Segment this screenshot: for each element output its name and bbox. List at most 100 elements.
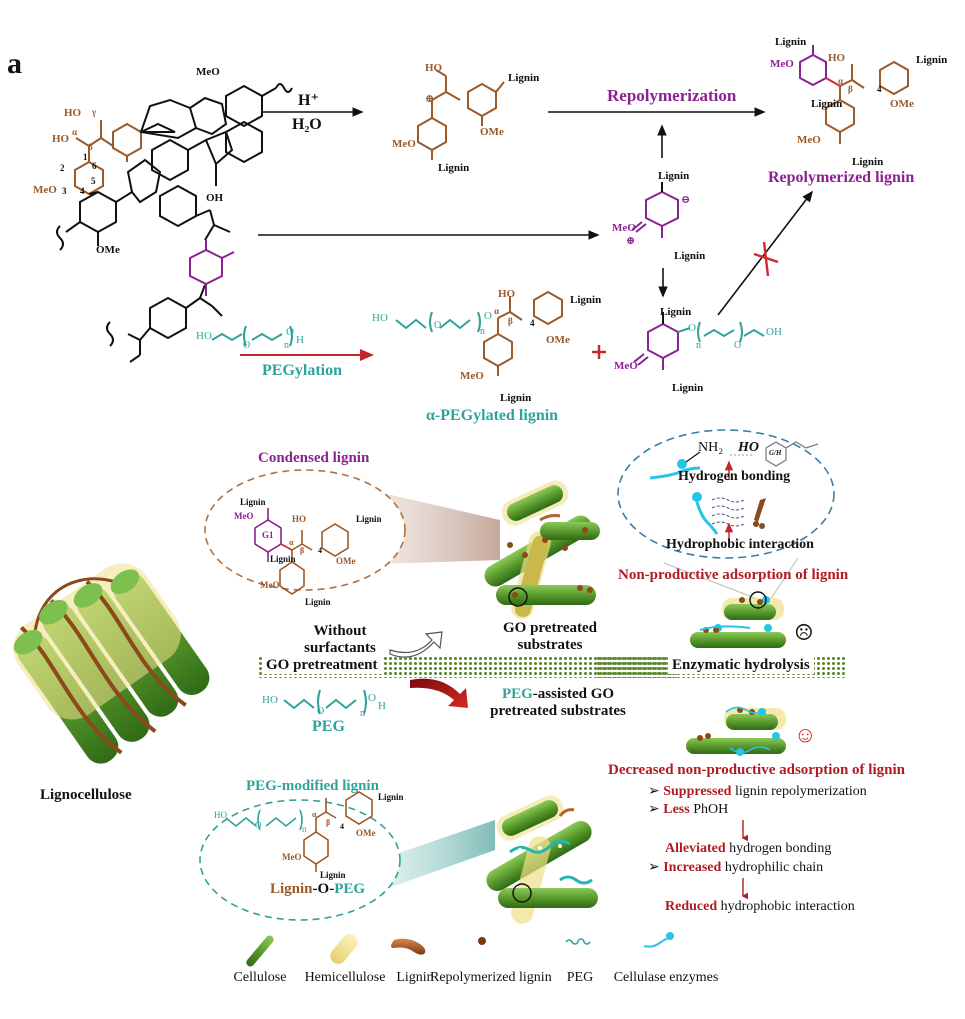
ring-number-5: 5 <box>91 176 96 186</box>
pq-o: O <box>688 322 696 334</box>
pm-four: 4 <box>340 822 344 831</box>
native-lignin-structure <box>56 83 293 363</box>
repolymerized-lignin-title: Repolymerized lignin <box>768 169 915 186</box>
label-gamma: γ <box>92 107 97 117</box>
qm-lignin-top: Lignin <box>658 170 690 182</box>
sad-face-icon: ☹ <box>794 620 814 645</box>
repoly-alpha: α <box>838 76 844 86</box>
cl-meo-bottom: MeO <box>260 580 280 590</box>
peg-coil-icon <box>565 938 591 945</box>
carbocation-ome: OMe <box>480 126 504 138</box>
lignin-o-peg-caption: Lignin-O-PEG <box>270 881 366 897</box>
cl-meo: MeO <box>234 511 254 521</box>
pm-meo: MeO <box>282 852 302 862</box>
repoly-ho: HO <box>828 52 846 64</box>
ring-number-3: 3 <box>62 186 67 196</box>
without-surfactants-label: Without surfactants <box>304 623 376 656</box>
condensed-lignin-title: Condensed lignin <box>258 450 370 466</box>
label-alpha: α <box>72 127 78 137</box>
decreased-title: Decreased non-productive adsorption of l… <box>608 762 905 778</box>
pm-alpha: α <box>312 810 317 819</box>
nonproductive-title: Non-productive adsorption of lignin <box>618 567 849 583</box>
qm-plus: ⊕ <box>626 235 636 247</box>
peg-assisted-label: PEG-assisted GO pretreated substrates <box>490 686 626 719</box>
cl-beta: β <box>300 546 305 555</box>
repoly-four: 4 <box>877 84 882 94</box>
carbocation-structure <box>417 69 505 160</box>
effect-item-1: ➢ Suppressed lignin repolymerization <box>648 784 867 799</box>
peg-reagent-structure <box>211 325 293 347</box>
pm-beta: β <box>326 818 331 827</box>
interaction-graphics <box>649 441 819 540</box>
qm-minus: ⊖ <box>681 194 691 206</box>
cl-ome: OMe <box>336 556 356 566</box>
pm-ome: OMe <box>356 828 376 838</box>
cellulose-rod-icon <box>246 935 274 967</box>
legend-peg: PEG <box>566 970 594 985</box>
ring-number-4: 4 <box>80 186 85 196</box>
label-ome: OMe <box>96 244 120 256</box>
pq-o-mid: O <box>734 340 742 351</box>
pq-lignin-top: Lignin <box>660 306 692 318</box>
ring-number-2: 2 <box>60 163 65 173</box>
repoly-lignin-right: Lignin <box>916 54 948 66</box>
legend-icons <box>246 932 674 967</box>
peg-assisted-arrow <box>410 678 468 708</box>
peg-assisted-fibers <box>686 706 786 756</box>
ap-o-link: O <box>484 310 492 322</box>
peg-mid-ho: HO <box>262 694 278 706</box>
repoly-ome: OMe <box>890 98 914 110</box>
peg-reagent-o: O <box>243 340 251 351</box>
peg-inset-ellipse <box>199 799 401 921</box>
effect-item-3: Alleviated hydrogen bonding <box>665 841 832 856</box>
quinone-methide-structure <box>631 190 679 238</box>
happy-face-icon: ☺ <box>794 722 817 747</box>
peg-substrate-cluster <box>486 795 598 924</box>
label-ho-gamma: HO <box>64 107 82 119</box>
lignocellulose-label: Lignocellulose <box>40 787 132 803</box>
gh-label: G/H <box>769 449 782 457</box>
peg-reagent-h: H <box>296 334 304 346</box>
label-meo: MeO <box>33 184 57 196</box>
ap-four: 4 <box>530 318 535 328</box>
label-beta: β <box>88 142 93 152</box>
pm-n: n <box>302 824 307 834</box>
lignin-strand-icon <box>391 938 426 955</box>
peg-reagent-ho: HO <box>196 330 212 342</box>
qm-meo: MeO <box>612 222 636 234</box>
cl-ho: HO <box>292 514 307 524</box>
pm-lignin-right: Lignin <box>378 792 404 802</box>
peg-modified-structure <box>225 791 373 872</box>
ap-ho: HO <box>498 288 516 300</box>
acid-label-bottom: H₂O <box>292 116 322 133</box>
peg-quinone-structure <box>633 312 765 370</box>
down-arrow-2-icon <box>741 878 748 901</box>
effect-item-2: ➢ Less PhOH <box>648 802 729 817</box>
ap-alpha: α <box>494 306 500 316</box>
pq-meo: MeO <box>614 360 638 372</box>
label-ho-alpha: HO <box>52 133 70 145</box>
pq-n: n <box>696 340 701 351</box>
ring-number-1: 1 <box>83 152 88 162</box>
ring-number-6: 6 <box>92 161 97 171</box>
without-surfactants-arrow <box>389 631 443 658</box>
legend-cellulose: Cellulose <box>233 970 287 985</box>
legend-cellulase-enzymes: Cellulase enzymes <box>613 970 719 985</box>
ap-o: O <box>434 320 442 331</box>
interaction-inset-ellipse <box>617 429 835 559</box>
nonproductive-fibers <box>690 591 786 648</box>
ap-lignin-bottom: Lignin <box>500 392 532 404</box>
legend-lignin: Lignin <box>396 970 434 985</box>
label-oh: OH <box>206 192 224 204</box>
pegylation-label: PEGylation <box>262 362 343 379</box>
legend-hemicellulose: Hemicellulose <box>304 970 386 985</box>
carbocation-lignin-1: Lignin <box>508 72 540 84</box>
peg-mid-h: H <box>378 700 386 712</box>
cl-lignin-right: Lignin <box>356 514 382 524</box>
ap-n: n <box>480 326 485 337</box>
go-pretreated-label: GO pretreated substrates <box>502 620 597 653</box>
peg-reagent-middle <box>283 689 367 715</box>
blocked-x-icon <box>753 241 779 277</box>
alpha-pegylated-title: α-PEGylated lignin <box>426 407 559 424</box>
